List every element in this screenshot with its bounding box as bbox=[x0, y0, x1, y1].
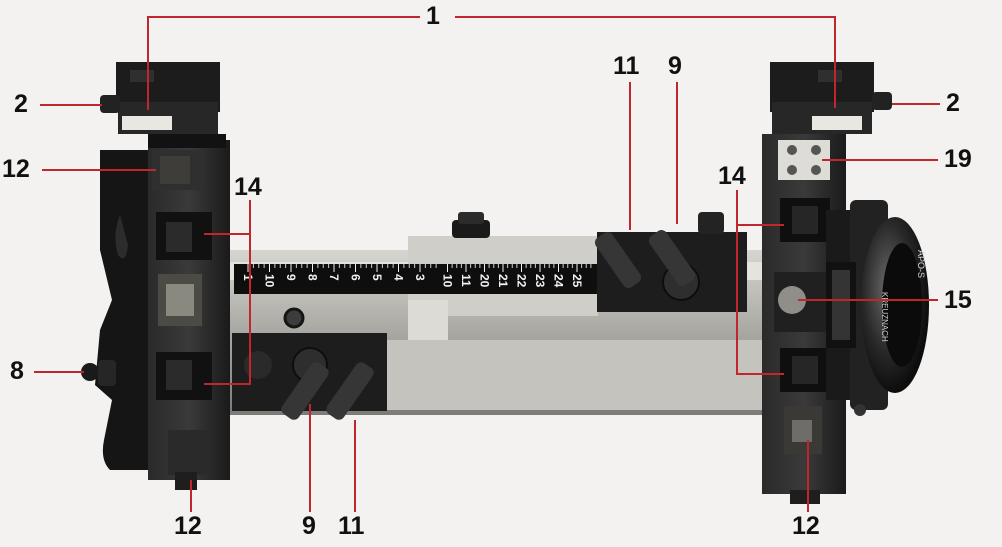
lens-engraving: APO-S KREUZNACH bbox=[880, 250, 926, 342]
callout-19: 19 bbox=[944, 145, 972, 173]
callout-2-right: 2 bbox=[946, 89, 960, 117]
callout-2-left: 2 bbox=[14, 90, 28, 118]
callout-8: 8 bbox=[10, 357, 24, 385]
scale-label: 21 bbox=[496, 274, 510, 288]
left-rail-clamp bbox=[232, 307, 387, 420]
callout-12-bottom-left: 12 bbox=[174, 512, 202, 540]
scale-label: 5 bbox=[370, 274, 384, 281]
callout-11-top: 11 bbox=[613, 52, 640, 80]
callout-14-right: 14 bbox=[718, 162, 746, 190]
callout-9-bottom: 9 bbox=[302, 512, 316, 540]
lens-brand-text: APO-S bbox=[916, 250, 926, 278]
scale-label: 7 bbox=[327, 274, 341, 281]
callout-15: 15 bbox=[944, 286, 972, 314]
front-standard bbox=[762, 62, 929, 504]
right-rail-clamp bbox=[594, 212, 747, 312]
scale-label: 22 bbox=[515, 274, 529, 288]
scale-label: 24 bbox=[552, 274, 566, 288]
scale-label: 10 bbox=[263, 274, 277, 288]
leader-1b bbox=[455, 16, 836, 108]
scale-label: 10 bbox=[441, 274, 455, 288]
scale-label: 1 bbox=[241, 274, 255, 281]
scale-label: 25 bbox=[570, 274, 584, 288]
scale-label: 11 bbox=[459, 274, 473, 287]
rear-standard bbox=[81, 62, 230, 490]
scale-label: 8 bbox=[306, 274, 320, 281]
scale-label: 23 bbox=[533, 274, 547, 288]
scale-label: 20 bbox=[478, 274, 492, 288]
callout-12-top-left: 12 bbox=[2, 155, 30, 183]
callout-14-left: 14 bbox=[234, 173, 262, 201]
scale-label: 4 bbox=[392, 274, 406, 281]
scale-label: 3 bbox=[413, 274, 427, 281]
callout-9-top: 9 bbox=[668, 52, 682, 80]
scale-label: 9 bbox=[284, 274, 298, 281]
scale-label: 6 bbox=[349, 274, 363, 281]
leader-14-left bbox=[204, 233, 251, 385]
leader-14-right bbox=[736, 224, 784, 375]
callout-12-bottom-right: 12 bbox=[792, 512, 820, 540]
callout-11-bottom: 11 bbox=[338, 512, 365, 540]
leader-1 bbox=[147, 16, 420, 110]
callout-1: 1 bbox=[426, 2, 440, 30]
top-rail-knob bbox=[452, 212, 490, 238]
lens-maker-text: KREUZNACH bbox=[880, 292, 889, 342]
leader-lines bbox=[34, 16, 940, 512]
